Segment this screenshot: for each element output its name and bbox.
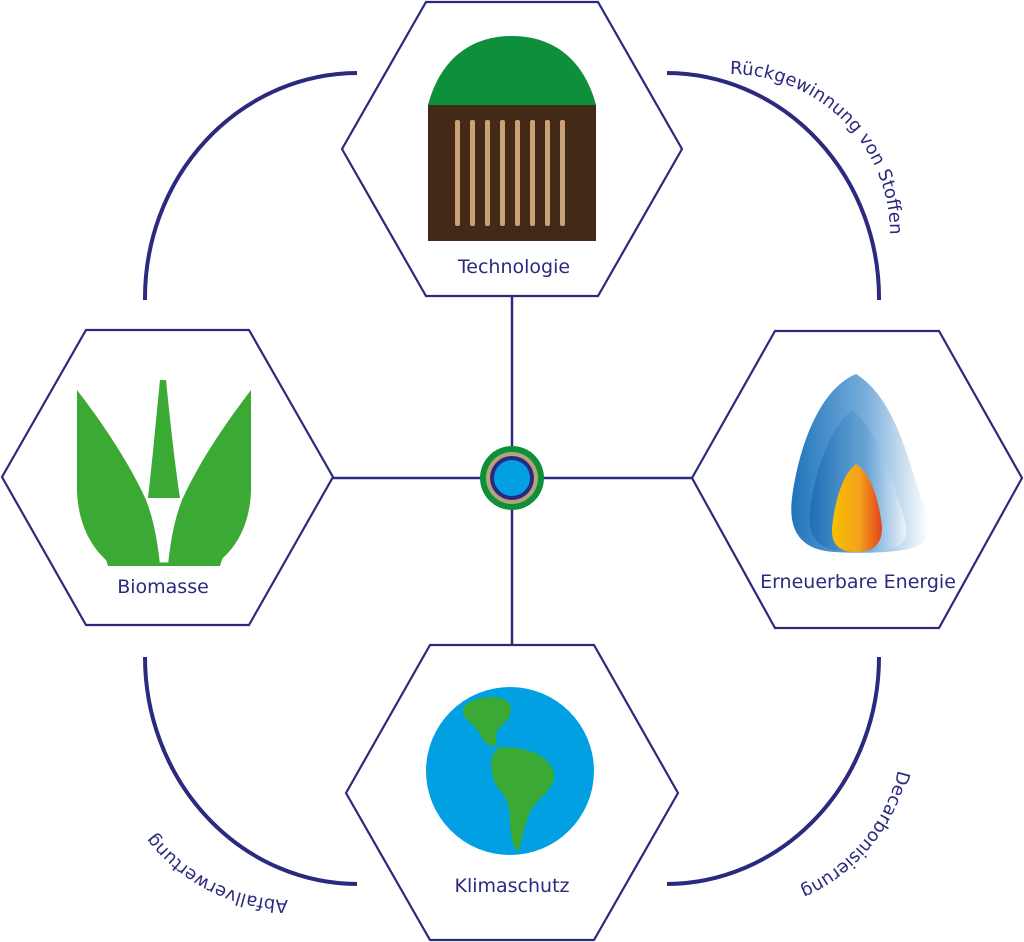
arc-label-top-right-text: Rückgewinnung von Stoffen xyxy=(730,58,906,235)
node-label-erneuerbare-energie: Erneuerbare Energie xyxy=(760,571,956,593)
node-label-biomasse: Biomasse xyxy=(117,576,209,598)
node-technologie: Technologie xyxy=(340,0,684,298)
arc-top-right xyxy=(666,71,882,301)
grass-leaves-icon xyxy=(77,380,251,566)
arc-label-bottom-right-text: Decarbonisierung xyxy=(798,769,914,903)
node-biomasse: Biomasse xyxy=(0,328,335,627)
node-erneuerbare-energie: Erneuerbare Energie xyxy=(690,329,1024,630)
globe-icon xyxy=(426,687,594,855)
node-klimaschutz: Klimaschutz xyxy=(344,643,680,942)
arc-bottom-left xyxy=(143,656,358,886)
arc-top-left xyxy=(142,71,358,301)
arc-label-bottom-left-text: Abfallverwertung xyxy=(142,830,288,916)
node-label-klimaschutz: Klimaschutz xyxy=(454,875,569,897)
arc-label-top-right: Rückgewinnung von Stoffen xyxy=(730,58,906,235)
arc-bottom-right xyxy=(666,656,881,886)
flame-icon xyxy=(791,374,929,553)
arc-label-bottom-left: Abfallverwertung xyxy=(142,830,288,916)
node-label-technologie: Technologie xyxy=(457,256,570,278)
arc-label-bottom-right: Decarbonisierung xyxy=(798,769,914,903)
hub-circle-icon xyxy=(480,446,544,510)
wood-pile-icon xyxy=(428,36,596,241)
